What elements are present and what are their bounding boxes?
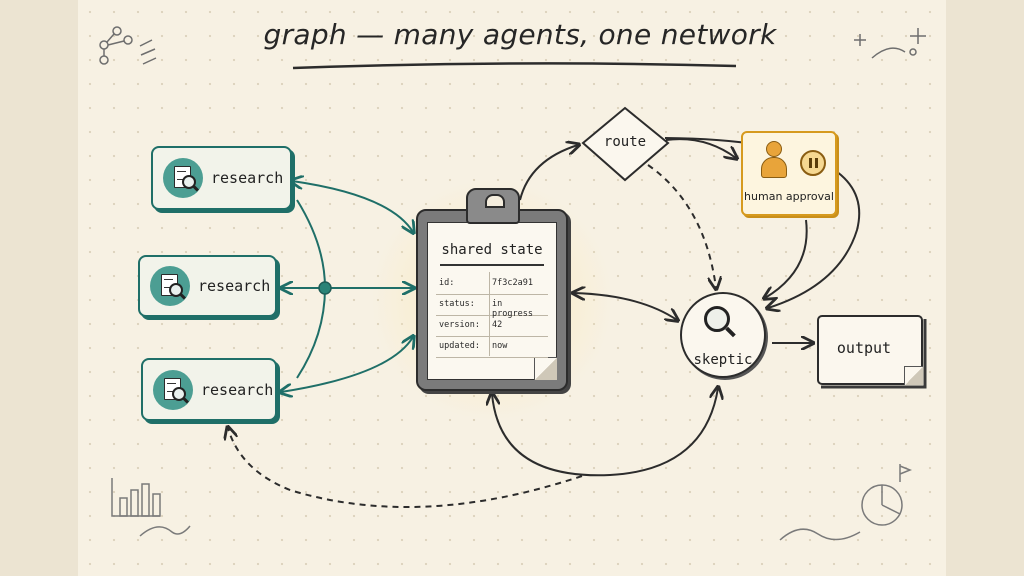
state-row-version: version: 42 [436,315,548,337]
edge-return-to-research-dashed [228,428,583,508]
output-box [817,315,923,385]
magnifier-icon [704,306,730,332]
state-key: id: [439,278,455,288]
edge-skeptic-loop-to-state [492,388,718,477]
research-node-1[interactable]: research [151,146,292,210]
state-row-updated: updated: now [436,336,548,358]
state-value: now [492,341,508,351]
human-approval-node[interactable] [741,131,837,216]
shared-state-title: shared state [441,242,543,258]
pause-icon [800,150,826,176]
state-value: 7f3c2a91 [492,278,533,288]
network-doodle-icon [99,26,157,65]
research-junction-dot [318,281,332,295]
state-column-divider [489,272,490,356]
bar-chart-doodle-icon [111,478,191,537]
edge-route-to-skeptic-dashed [647,164,716,288]
research-node-label: research [198,277,271,295]
research-document-magnifier-icon [153,369,193,410]
left-margin-shade [0,0,78,576]
state-row-id: id: 7f3c2a91 [436,273,548,295]
edge-state-to-route [519,145,578,201]
title-underline [292,62,737,70]
skeptic-node-label: skeptic [693,352,753,368]
state-key: status: [439,299,475,309]
clipboard-clip-icon [466,188,520,224]
page-fold-corner [534,357,557,380]
edge-approval-to-skeptic [765,219,808,298]
page-fold-corner [904,366,923,385]
route-diamond [581,106,670,182]
edge-route-to-approval [665,138,736,158]
shared-state-title-rule [440,264,544,266]
edge-research1-to-state [292,181,413,232]
state-value: in progress [492,299,533,319]
right-margin-shade [946,0,1024,576]
shared-state-paper [427,222,557,380]
output-box-shadow [821,319,927,389]
research-document-magnifier-icon [163,158,203,198]
state-key: version: [439,320,480,330]
output-node-label[interactable]: output [836,339,892,357]
state-key: updated: [439,341,480,351]
state-row-status: status: in progress [436,294,548,319]
human-approval-label: human approval [744,190,834,203]
person-icon [761,141,787,181]
skeptic-node[interactable] [680,292,766,378]
state-value: 42 [492,320,503,330]
diagram-title: graph — many agents, one network [263,18,777,51]
research-node-label: research [211,169,284,187]
research-node-2[interactable]: research [138,255,277,317]
edge-state-to-skeptic [574,293,677,320]
sparkle-doodle-icon [854,28,926,59]
edge-research3-to-state [281,337,413,392]
research-node-3[interactable]: research [141,358,277,421]
research-document-magnifier-icon [150,266,190,306]
pie-chart-doodle-icon [779,464,913,541]
route-node-label[interactable]: route [603,134,647,150]
research-node-label: research [201,380,274,399]
